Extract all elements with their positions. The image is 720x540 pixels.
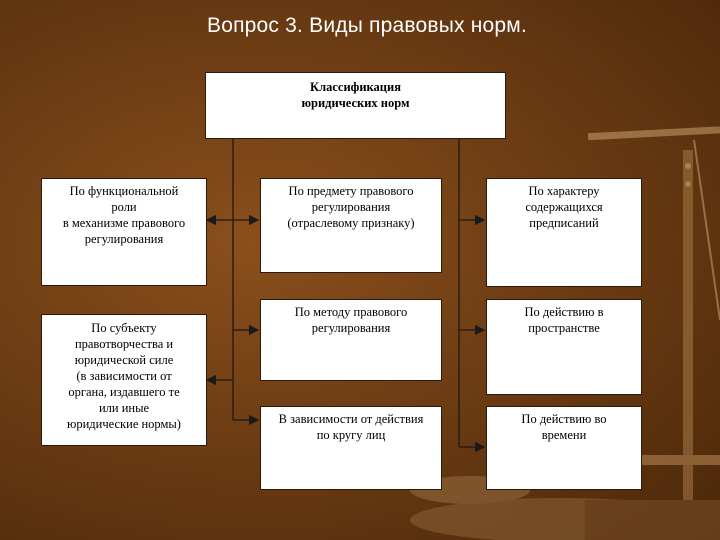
box-time-label: По действию во времени: [493, 411, 635, 443]
box-persons-label: В зависимости от действия по кругу лиц: [267, 411, 435, 443]
box-space: По действию в пространстве: [486, 299, 642, 395]
box-functional-role-label: По функциональной роли в механизме право…: [48, 183, 200, 247]
box-method-label: По методу правового регулирования: [267, 304, 435, 336]
box-prescription-label: По характеру содержащихся предписаний: [493, 183, 635, 231]
box-persons: В зависимости от действия по кругу лиц: [260, 406, 442, 490]
box-time: По действию во времени: [486, 406, 642, 490]
box-subject: По предмету правового регулирования (отр…: [260, 178, 442, 273]
box-lawmaking-subject: По субъекту правотворчества и юридическо…: [41, 314, 207, 446]
box-functional-role: По функциональной роли в механизме право…: [41, 178, 207, 286]
box-prescription: По характеру содержащихся предписаний: [486, 178, 642, 287]
box-method: По методу правового регулирования: [260, 299, 442, 381]
classification-root-box: Классификация юридических норм: [205, 72, 506, 139]
box-subject-label: По предмету правового регулирования (отр…: [267, 183, 435, 231]
box-space-label: По действию в пространстве: [493, 304, 635, 336]
classification-root-label: Классификация юридических норм: [212, 79, 499, 111]
box-lawmaking-subject-label: По субъекту правотворчества и юридическо…: [48, 320, 200, 432]
